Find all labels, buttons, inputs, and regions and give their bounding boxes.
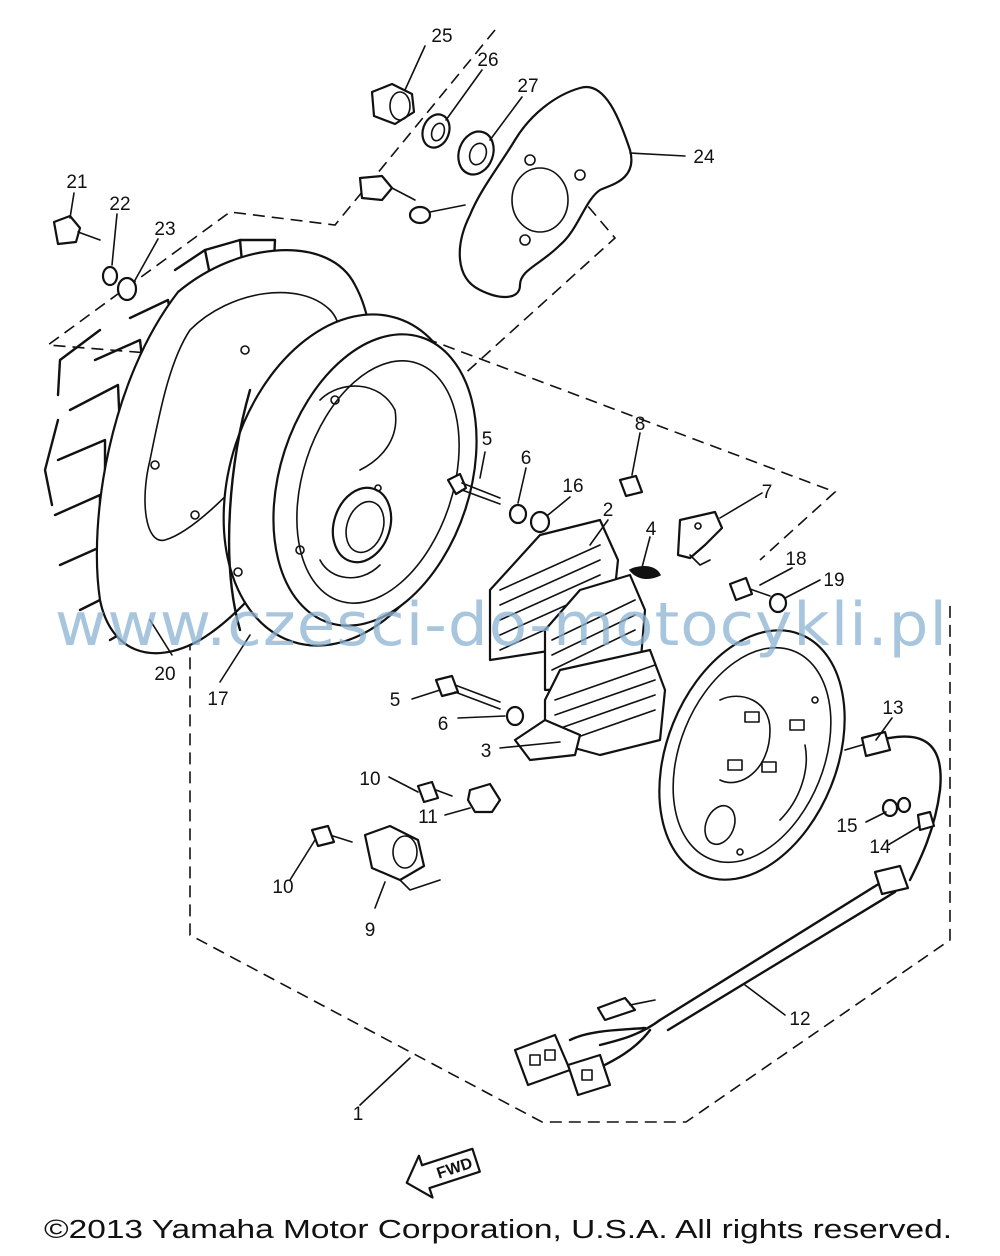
copyright-notice: ©2013 Yamaha Motor Corporation, U.S.A. A…	[44, 1216, 952, 1244]
callout-6-upper: 6	[521, 448, 532, 469]
callout-6-lower: 6	[438, 714, 449, 735]
callout-20: 20	[154, 664, 175, 685]
dashed-group-outlines	[45, 29, 951, 1123]
screw-18-washer-19	[728, 576, 788, 614]
callout-24: 24	[693, 147, 715, 168]
callout-1: 1	[353, 1104, 364, 1125]
callout-14: 14	[869, 837, 891, 858]
callout-27: 27	[517, 76, 538, 97]
screws-lower	[434, 674, 525, 727]
callout-10-upper: 10	[359, 769, 380, 790]
callout-13: 13	[882, 698, 903, 719]
callout-21: 21	[66, 172, 87, 193]
callout-11: 11	[418, 807, 438, 828]
callout-15: 15	[836, 816, 857, 837]
wire-harness	[513, 864, 910, 1097]
plate-assembly	[358, 82, 633, 298]
callout-12: 12	[789, 1009, 810, 1030]
fwd-arrow-icon: FWD	[405, 1147, 481, 1199]
callout-17: 17	[207, 689, 228, 710]
callout-8: 8	[635, 414, 646, 435]
callout-3: 3	[481, 741, 492, 762]
small-parts-9-11	[310, 780, 502, 891]
screws-upper	[446, 472, 551, 534]
leader-lines	[69, 45, 921, 1106]
callout-19: 19	[823, 570, 844, 591]
callout-26: 26	[477, 50, 498, 71]
callout-22: 22	[109, 194, 130, 215]
callout-5-upper: 5	[482, 429, 493, 450]
bolt-set-21-23	[52, 214, 138, 302]
callout-25: 25	[431, 26, 452, 47]
callout-5-lower: 5	[390, 690, 401, 711]
callout-7: 7	[762, 482, 773, 503]
callout-numbers: 25 26 27 24 21 22 23 5 8 6 16 7 2 4 18 1…	[66, 26, 903, 1125]
callout-16: 16	[562, 476, 583, 497]
callout-9: 9	[365, 920, 376, 941]
callout-18: 18	[785, 549, 806, 570]
callout-4: 4	[646, 519, 657, 540]
callout-23: 23	[154, 219, 175, 240]
lead-parts-13-15	[844, 730, 942, 882]
stator-coils	[488, 518, 667, 762]
callout-10-lower: 10	[272, 877, 293, 898]
rotor	[222, 313, 478, 647]
bracket-7-screw-8	[618, 474, 724, 566]
stator-base-plate	[658, 629, 846, 881]
callout-2: 2	[603, 500, 614, 521]
watermark: www.czesci-do-motocykli.pl	[55, 590, 948, 660]
